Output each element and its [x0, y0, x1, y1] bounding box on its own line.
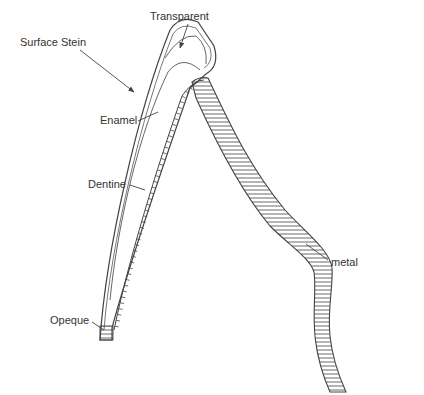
opaque-tick — [135, 245, 139, 246]
opaque-tick — [180, 102, 184, 103]
leader-line — [180, 24, 188, 48]
opaque-tick — [145, 210, 149, 211]
metal-tip — [188, 80, 204, 92]
opaque-tick — [174, 119, 178, 120]
opaque-tick — [137, 239, 141, 240]
leader-line — [306, 244, 328, 260]
opaque-tick — [143, 216, 147, 217]
layer-label: Surface Stein — [20, 36, 86, 48]
part-label: metal — [331, 256, 358, 268]
opaque-tick — [119, 308, 123, 310]
opaque-tick — [167, 141, 171, 142]
opaque-tick — [133, 250, 137, 251]
opaque-tick — [116, 320, 120, 322]
opaque-tick — [150, 193, 154, 194]
opaque-tick — [126, 279, 130, 281]
opaque-tick — [142, 222, 146, 223]
opaque-tick — [138, 233, 142, 234]
opaque-tick — [127, 274, 131, 275]
opaque-tick — [120, 302, 124, 304]
leader-line — [138, 112, 158, 121]
layer-label: Opeque — [50, 314, 89, 326]
opaque-tick — [172, 124, 176, 125]
opaque-tick — [182, 96, 185, 98]
opaque-tick — [121, 296, 125, 298]
leader-line — [130, 185, 145, 190]
opaque-tick — [140, 227, 144, 228]
opaque-tick — [124, 285, 128, 287]
opaque-tick — [170, 130, 174, 131]
opaque-tick — [178, 107, 182, 108]
leader-line — [80, 50, 134, 92]
opaque-tick — [130, 262, 134, 263]
opaque-tick — [117, 314, 121, 316]
layer-label: Enamel — [100, 114, 137, 126]
opaque-tick — [132, 256, 136, 257]
transparent-layer — [165, 36, 206, 64]
opaque-tick — [152, 187, 156, 188]
leader-line — [92, 322, 104, 330]
opaque-tick — [129, 268, 133, 269]
opaque-tick — [123, 290, 127, 292]
opaque-tick — [154, 181, 158, 182]
opaque-tick — [157, 170, 161, 171]
opaque-tick — [168, 136, 172, 137]
opaque-tick — [147, 204, 151, 205]
opaque-tick — [163, 153, 167, 154]
opaque-tick — [156, 176, 160, 177]
layer-label: Transparent — [150, 10, 209, 22]
metal-coping — [192, 78, 346, 393]
opaque-tick — [115, 326, 119, 328]
opaque-tick — [176, 113, 180, 114]
opaque-tick — [159, 164, 163, 165]
opaque-tick — [165, 147, 169, 148]
opaque-tick — [149, 198, 153, 199]
opaque-tick — [161, 158, 165, 159]
layer-label: Dentine — [88, 178, 126, 190]
